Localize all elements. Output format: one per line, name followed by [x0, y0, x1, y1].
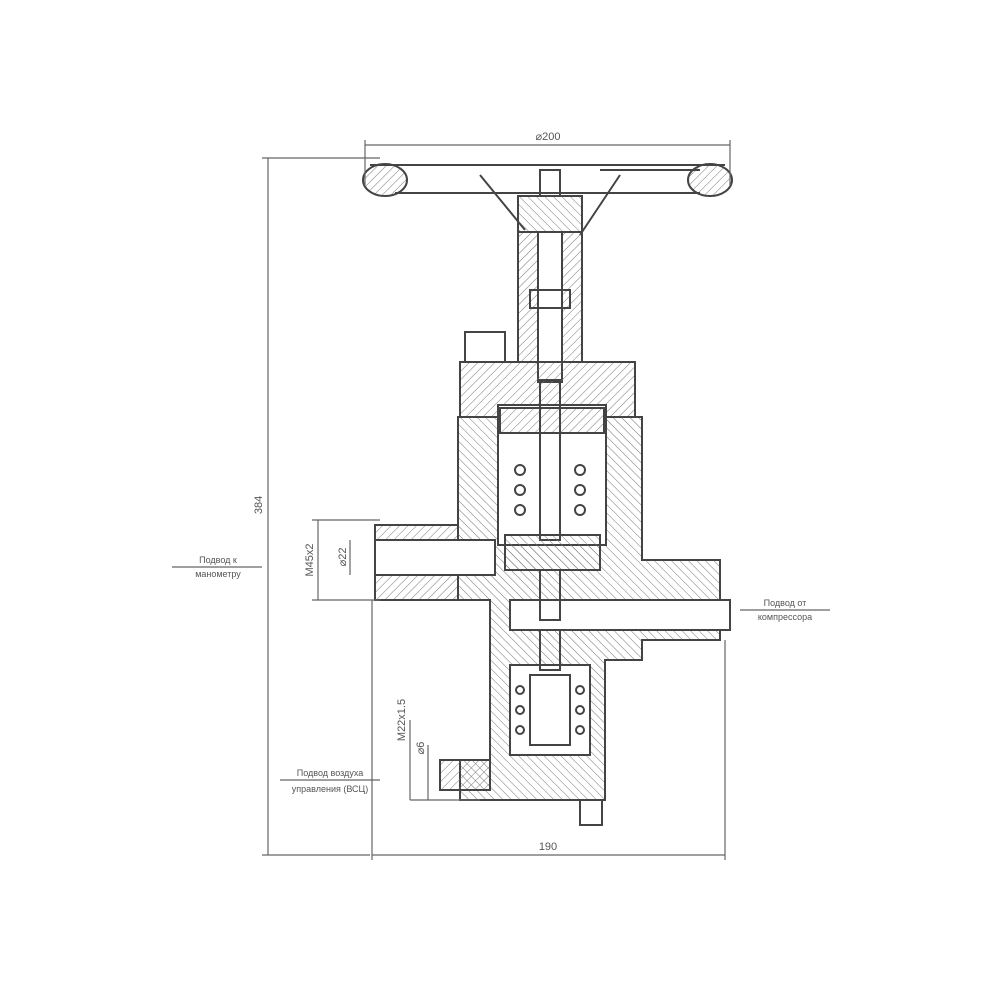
bonnet — [459, 231, 636, 418]
handwheel — [362, 163, 733, 236]
dim-overall-height: 384 — [253, 496, 265, 514]
dim-inlet-thread: M45x2 — [304, 543, 316, 576]
manometer-label-top: Подвод к — [199, 555, 237, 565]
dim-inlet-bore: ⌀22 — [337, 548, 349, 567]
compressor-label-top: Подвод от — [764, 598, 807, 608]
dim-control-thread: M22x1.5 — [396, 699, 408, 741]
spring-upper — [514, 464, 586, 516]
valve-body — [374, 379, 731, 826]
control-label-bottom: управления (ВСЦ) — [292, 784, 368, 794]
dim-overall-width: 190 — [539, 841, 557, 853]
spring-lower — [515, 685, 585, 735]
dimension-lines — [172, 140, 830, 860]
manometer-label-bottom: манометру — [195, 569, 241, 579]
dim-control-bore: ⌀6 — [415, 742, 427, 755]
control-label-top: Подвод воздуха — [297, 768, 363, 778]
compressor-label-bottom: компрессора — [758, 612, 812, 622]
dim-handwheel-diameter: ⌀200 — [536, 131, 561, 143]
